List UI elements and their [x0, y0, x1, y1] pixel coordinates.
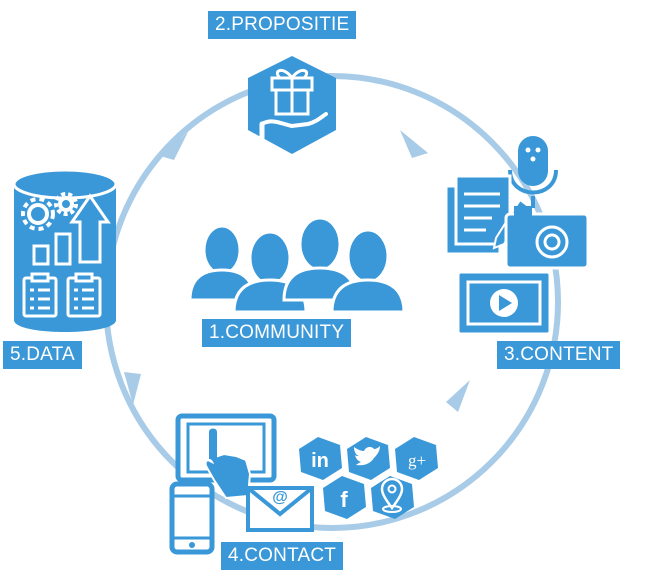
video-player-icon [456, 270, 552, 336]
step-label-contact: 4.CONTACT [221, 542, 344, 570]
arrow-propositie-to-content [400, 130, 428, 158]
step-label-propositie: 2.PROPOSITIE [208, 11, 357, 39]
step-number: 4. [228, 545, 245, 566]
step-name: CONTACT [244, 545, 337, 566]
twitter-icon [347, 437, 390, 480]
email-icon: @ [246, 486, 314, 532]
step-name: PROPOSITIE [231, 14, 350, 35]
step-name: COMMUNITY [225, 322, 345, 343]
content-icons [444, 136, 590, 336]
step-number: 2. [215, 14, 232, 35]
arrow-data-to-propositie [160, 132, 188, 160]
svg-text:in: in [311, 450, 329, 472]
community-icon [188, 216, 406, 314]
smartphone-icon [169, 481, 215, 555]
step-name: CONTENT [520, 344, 614, 365]
step-number: 5. [10, 344, 27, 365]
gift-hand-icon [248, 56, 336, 154]
email-at-symbol: @ [272, 489, 288, 506]
facebook-icon: f [323, 476, 366, 519]
step-label-content: 3.CONTENT [497, 341, 621, 369]
cycle-arrows [124, 130, 470, 412]
arrow-content-to-contact [446, 380, 470, 412]
step-label-data: 5.DATA [3, 341, 82, 369]
svg-text:g+: g+ [408, 451, 426, 470]
location-pin-icon [371, 476, 414, 519]
svg-text:f: f [340, 487, 348, 512]
step-name: DATA [26, 344, 75, 365]
microphone-icon [508, 136, 558, 208]
camera-icon [504, 206, 590, 270]
touchscreen-icon [175, 413, 277, 500]
google-plus-icon: g+ [395, 437, 438, 480]
linkedin-icon: in [299, 437, 342, 480]
arrow-contact-to-data [124, 372, 141, 405]
step-label-community: 1.COMMUNITY [202, 319, 352, 347]
database-icon [12, 168, 118, 332]
contact-icons: @ in g+ f [169, 413, 438, 555]
step-number: 1. [209, 322, 226, 343]
step-number: 3. [504, 344, 521, 365]
